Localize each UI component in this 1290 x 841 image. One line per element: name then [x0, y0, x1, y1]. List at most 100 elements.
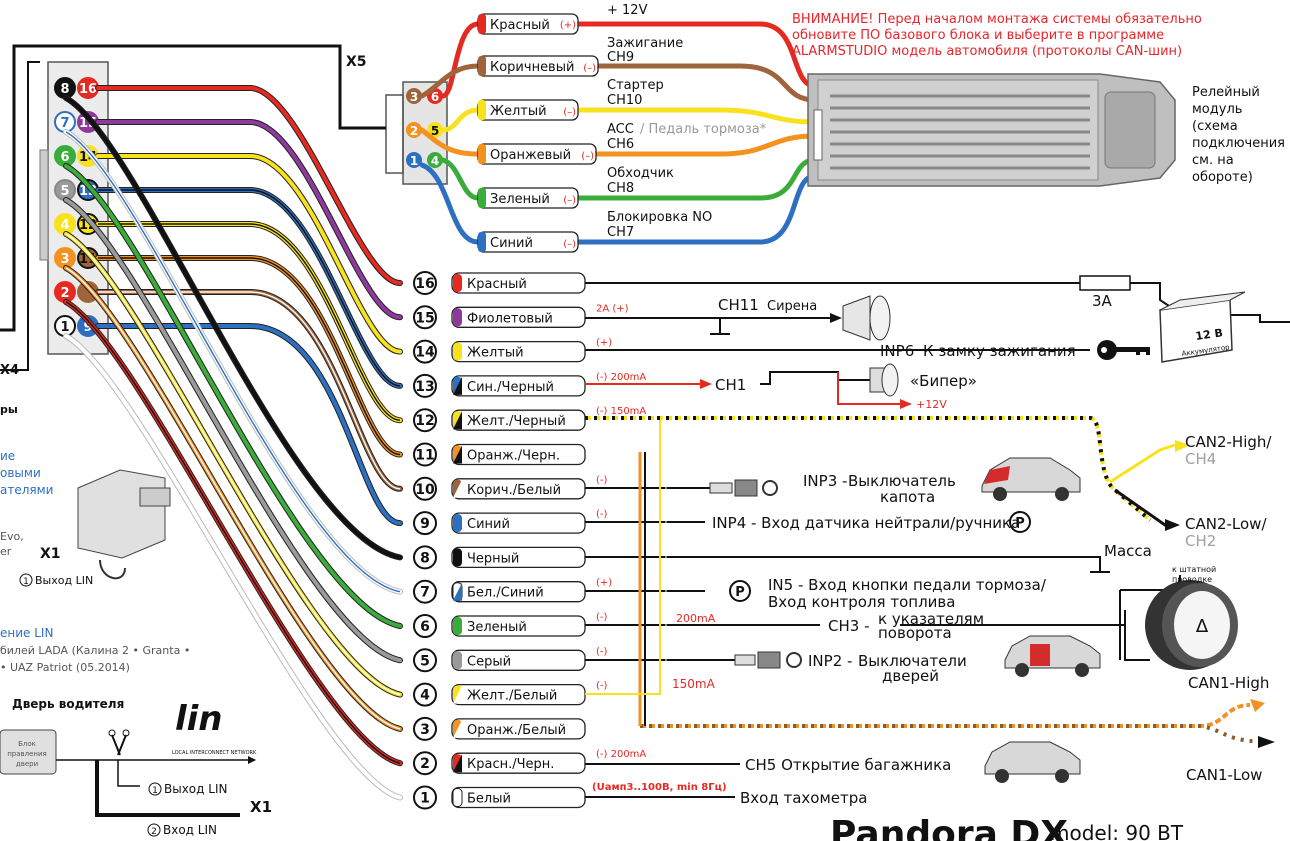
svg-text:Зажигание: Зажигание — [607, 36, 683, 51]
svg-text:CH2: CH2 — [1185, 532, 1216, 550]
wire-label-box — [451, 512, 586, 534]
harness-wire — [64, 164, 402, 628]
wire-spec: (-) — [596, 612, 608, 623]
svg-text:CH5 Открытие багажника: CH5 Открытие багажника — [745, 756, 951, 774]
wire-number: 7 — [420, 585, 430, 601]
wire-number-circle — [413, 785, 437, 810]
svg-text:CAN2-High/: CAN2-High/ — [1185, 433, 1272, 451]
svg-text:обновите ПО базового блока и в: обновите ПО базового блока и выберите в … — [792, 28, 1164, 43]
wire-number-circle — [413, 716, 437, 741]
wire-label-box — [451, 375, 586, 397]
svg-text:CAN1-Low: CAN1-Low — [1186, 766, 1262, 784]
wire-color-chip-stripe — [453, 685, 462, 704]
svg-text:Выключатели: Выключатели — [858, 652, 967, 670]
wire-color-chip-stripe — [453, 411, 462, 430]
siren-icon — [842, 295, 891, 341]
wire-spec: (-) — [596, 681, 608, 692]
wire-spec: 2A (+) — [596, 303, 629, 314]
wire-color-chip-stripe — [453, 445, 462, 464]
arrow-can2-low — [1165, 519, 1180, 531]
arrow-can2-high — [1175, 440, 1190, 452]
wire-number: 14 — [415, 345, 435, 361]
wire-spec: (+) — [596, 578, 612, 589]
svg-text:ВНИМАНИЕ! Перед началом монтаж: ВНИМАНИЕ! Перед началом монтажа системы … — [792, 12, 1202, 27]
svg-text:1: 1 — [23, 577, 29, 587]
wire-label: Оранж./Белый — [467, 723, 566, 738]
wire-label: Зеленый — [467, 620, 527, 635]
harness-wire — [64, 198, 402, 663]
parking-icon: P — [1009, 511, 1031, 533]
car-door-icon — [1004, 635, 1101, 677]
x5-pin-label: 4 — [431, 154, 439, 168]
svg-text:3A: 3A — [1092, 292, 1113, 310]
can-twisted-pairs — [585, 416, 1271, 744]
svg-text:Масса: Масса — [1104, 542, 1152, 560]
svg-text:1: 1 — [152, 786, 158, 796]
wire-spec: (+) — [596, 338, 612, 349]
svg-text:см. на: см. на — [1192, 153, 1234, 168]
x5-label: X5 — [346, 54, 367, 70]
svg-text:Выключатель: Выключатель — [848, 472, 956, 490]
svg-text:ателями: ателями — [0, 483, 53, 497]
wire-number: 11 — [415, 448, 434, 464]
lin-module-icon — [77, 469, 171, 580]
harness-wire-outline — [95, 85, 403, 286]
svg-text:(–): (–) — [563, 239, 576, 250]
wire-number: 3 — [420, 722, 430, 738]
svg-text:IN5 - Вход кнопки педали тормо: IN5 - Вход кнопки педали тормоза/ — [768, 576, 1047, 594]
x4-pin-label: 1 — [60, 320, 69, 335]
wire-number: 12 — [415, 413, 434, 429]
svg-text:ALARMSTUDIO модель автомобиля: ALARMSTUDIO модель автомобиля (протоколы… — [792, 44, 1182, 59]
svg-text:обороте): обороте) — [1192, 170, 1253, 185]
wire-number: 4 — [420, 688, 430, 704]
svg-text:CH10: CH10 — [607, 93, 642, 108]
wire-number-circle — [413, 442, 437, 467]
x5-connector-latch — [385, 94, 404, 174]
x4-pin-label: 2 — [60, 286, 69, 301]
svg-text:(–): (–) — [563, 195, 576, 206]
hazard-button-icon: ∆ — [1145, 580, 1238, 670]
svg-text:model: 90 BT: model: 90 BT — [1050, 821, 1184, 841]
svg-text:/ Педаль тормоза*: / Педаль тормоза* — [640, 122, 767, 137]
wire-label: Корич./Белый — [467, 483, 561, 498]
wire-label: Фиолетовый — [467, 311, 553, 326]
relay-caption: Релейный модуль (схема подключения см. н… — [1192, 85, 1285, 185]
svg-text:CH4: CH4 — [1185, 450, 1216, 468]
wire-number: 15 — [415, 310, 434, 326]
harness-wire-stripe — [65, 233, 401, 696]
harness-wire — [64, 96, 402, 560]
wire-label-box — [451, 718, 586, 740]
wire-color-chip-stripe — [453, 376, 462, 395]
svg-text:двери: двери — [16, 760, 38, 768]
svg-text:Оранжевый: Оранжевый — [490, 148, 571, 163]
svg-text:Блок: Блок — [18, 740, 36, 748]
car-trunk-icon — [984, 741, 1081, 783]
wire-number-circle — [413, 648, 437, 673]
x4-label: X4 — [0, 363, 19, 378]
wire-color-chip-stripe — [453, 582, 462, 601]
svg-text:модуль: модуль — [1192, 102, 1242, 117]
x4-pin-label: 4 — [60, 218, 69, 233]
wire-color-chip-stripe — [453, 754, 462, 773]
x5-pin — [406, 152, 422, 168]
x5-pin-label: 2 — [410, 124, 418, 138]
wire-number-circle — [413, 579, 437, 604]
battery-icon: 12 B Аккумулятор — [1159, 291, 1246, 363]
cutter-icon — [108, 729, 130, 756]
svg-text:INP4 - Вход датчика нейтрали/р: INP4 - Вход датчика нейтрали/ручника — [712, 514, 1020, 532]
wire-color-chip — [452, 788, 463, 807]
svg-text:овыми: овыми — [0, 466, 41, 480]
wire-number-circle — [413, 373, 437, 398]
wire-number-circle — [413, 751, 437, 776]
arrow-siren — [830, 313, 842, 323]
svg-text:CH11: CH11 — [718, 296, 759, 314]
wire-spec: (-) 150mA — [596, 406, 646, 417]
wire-color-chip — [453, 514, 462, 533]
wire-label: Серый — [467, 654, 511, 669]
hood-switch-icon — [709, 479, 778, 497]
svg-text:CH1: CH1 — [715, 376, 746, 394]
wire-spec: (-) 200mA — [596, 749, 646, 760]
left-panel: ры ие овыми ателями Evo, er X1 1 Выход L… — [0, 403, 272, 837]
